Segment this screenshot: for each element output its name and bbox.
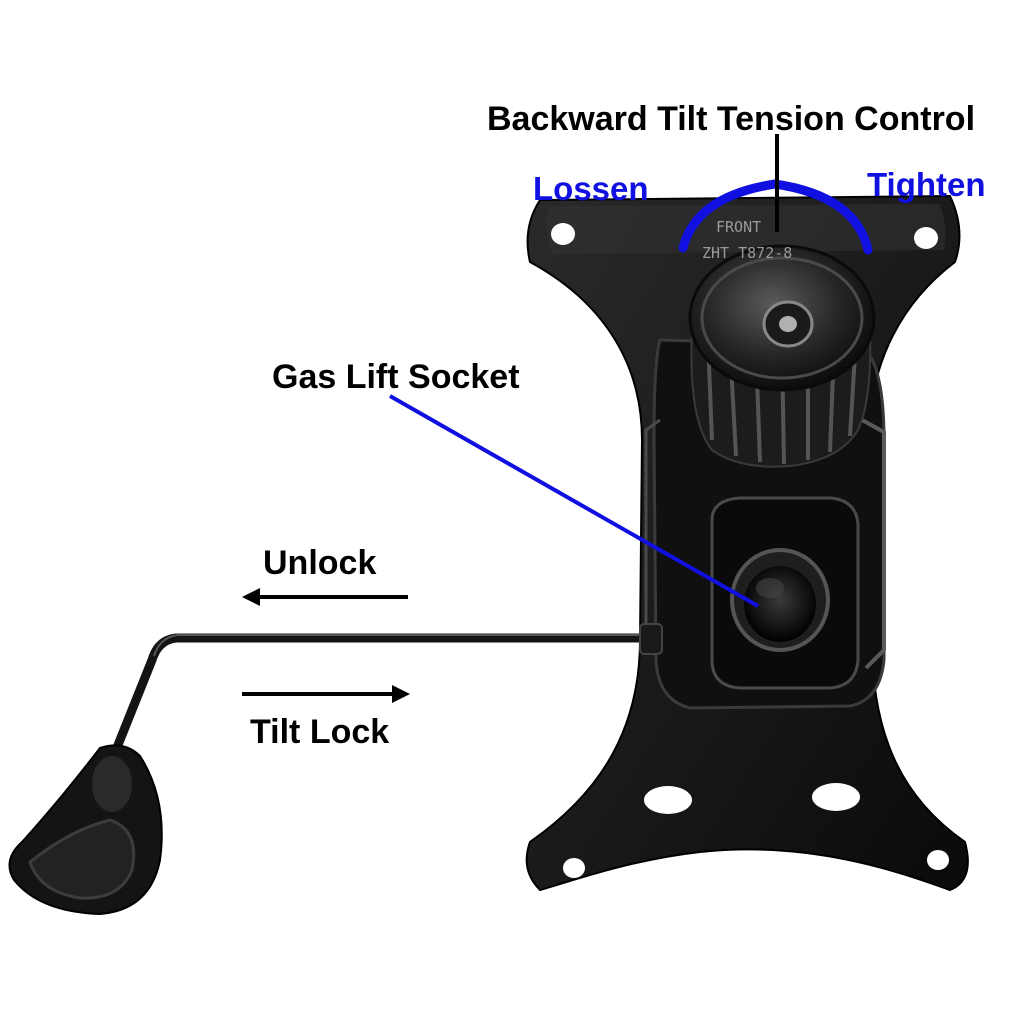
mount-hole-bottom-right [927,850,949,870]
arrow-right-icon [242,685,410,703]
tilt-lock-label: Tilt Lock [250,713,390,751]
plate-stamp-front: FRONT [716,218,761,236]
mount-hole-bottom-left [563,858,585,878]
gas-lift-socket-highlight [756,578,784,598]
mount-hole-top-left [551,223,575,245]
tilt-lock-lever-rod-highlight [153,634,648,657]
arrow-left-icon [242,588,408,606]
paddle-knob [92,756,132,812]
slot-hole-left [644,786,692,814]
tension-knob-rim [700,256,864,380]
unlock-label: Unlock [263,544,377,582]
mount-hole-top-right [914,227,938,249]
lever-pivot [639,623,663,655]
gas-lift-leader [389,394,759,608]
loosen-label: Lossen [533,170,649,207]
housing-side-rim-left [644,418,661,650]
slot-hole-right [812,783,860,811]
tighten-label: Tighten [867,166,986,203]
tension-control-label: Backward Tilt Tension Control [487,100,976,138]
plate-stamp-model: ZHT T872-8 [702,244,792,262]
housing-side-rim [861,418,886,670]
tension-knob-bolt [779,316,797,332]
paddle-grip-ridge [28,818,136,900]
gas-lift-socket-label: Gas Lift Socket [272,358,520,396]
